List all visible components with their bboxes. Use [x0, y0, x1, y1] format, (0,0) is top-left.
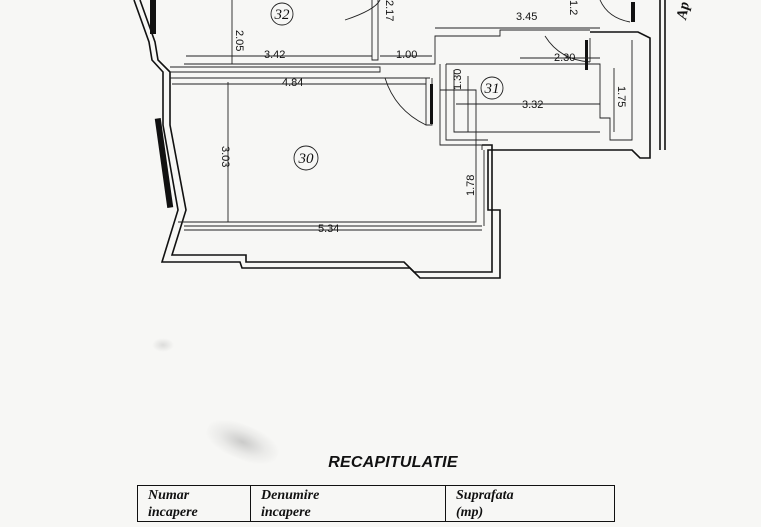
- dim-1-78: 1.78: [465, 175, 477, 196]
- dim-2-17: 2.17: [383, 0, 395, 21]
- interior-walls: [170, 0, 633, 227]
- recap-title: RECAPITULATIE: [328, 454, 458, 471]
- recap-header-row: Numar incapere Denumire incapere Suprafa…: [137, 485, 615, 522]
- dim-3-32: 3.32: [522, 99, 543, 111]
- dim-1-00: 1.00: [396, 49, 417, 61]
- dim-1-30: 1.30: [452, 69, 464, 90]
- dimension-labels: 2.05 3.42 1.00 3.45 1.2 2.17 2.30 4.84 1…: [219, 0, 693, 235]
- dim-2-30: 2.30: [554, 52, 575, 64]
- dim-3-45: 3.45: [516, 11, 537, 23]
- col-header-numar-incapere: Numar incapere: [137, 485, 251, 522]
- recap-table: Numar incapere Denumire incapere Suprafa…: [137, 485, 615, 522]
- dimension-lines: [172, 0, 615, 231]
- room-labels: 32 31 30: [270, 2, 504, 171]
- col-header-line: Suprafata: [456, 488, 514, 503]
- col-header-denumire-incapere: Denumire incapere: [250, 485, 446, 522]
- scan-speck: [152, 338, 174, 352]
- dim-1-2: 1.2: [567, 0, 579, 15]
- col-header-line: incapere: [261, 505, 311, 520]
- col-header-line: Denumire: [261, 488, 320, 503]
- col-header-line: (mp): [456, 505, 484, 520]
- room-label-31: 31: [484, 81, 500, 97]
- dim-1-75: 1.75: [615, 86, 627, 107]
- dim-4-84: 4.84: [282, 77, 303, 89]
- exterior-walls: [133, 0, 666, 279]
- col-header-line: incapere: [148, 505, 198, 520]
- room-label-30: 30: [298, 151, 315, 167]
- apartment-edge-text: Ap: [674, 0, 693, 21]
- dim-2-05: 2.05: [233, 30, 245, 51]
- col-header-suprafata: Suprafata (mp): [445, 485, 615, 522]
- dim-3-03: 3.03: [219, 146, 231, 167]
- col-header-line: Numar: [148, 488, 190, 503]
- windows: [150, 0, 635, 208]
- room-label-32: 32: [274, 7, 291, 23]
- dim-5-34: 5.34: [318, 223, 339, 235]
- dim-3-42: 3.42: [264, 49, 285, 61]
